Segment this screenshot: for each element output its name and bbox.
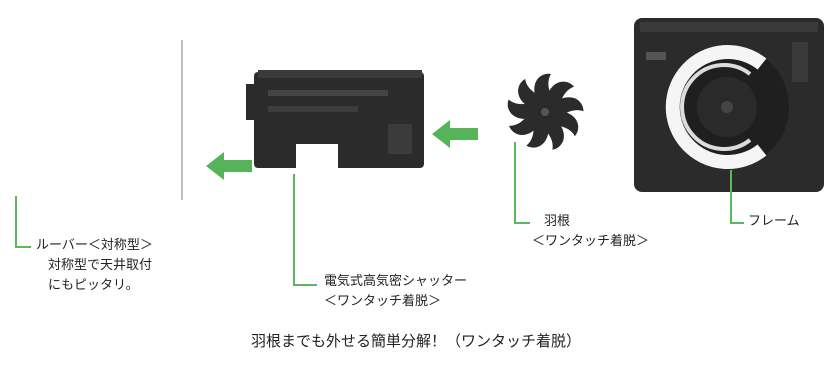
shutter-label-line2: ＜ワンタッチ着脱＞ xyxy=(324,294,442,309)
frame-label-line1: フレーム xyxy=(748,214,800,229)
blade-leader-line xyxy=(514,142,516,224)
caption: 羽根までも外せる簡単分解！（ワンタッチ着脱） xyxy=(250,332,581,350)
louver-label: ルーバー＜対称型＞ 対称型で天井取付 にもピッタリ。 xyxy=(36,236,153,296)
louver-label-line1: ルーバー＜対称型＞ xyxy=(36,238,153,253)
louver-leader-line xyxy=(15,196,17,248)
blade-leader-tick xyxy=(514,222,530,224)
shutter-leader-line xyxy=(293,174,295,286)
louver-label-line2: 対称型で天井取付 xyxy=(48,258,153,273)
frame-label: フレーム xyxy=(748,212,800,232)
shutter-label-line1: 電気式高気密シャッター xyxy=(324,274,468,289)
shutter-label: 電気式高気密シャッター ＜ワンタッチ着脱＞ xyxy=(324,272,467,312)
louver-label-line3: にもピッタリ。 xyxy=(48,278,139,293)
arrow-left-icon xyxy=(206,152,252,180)
blade-label-line2: ＜ワンタッチ着脱＞ xyxy=(532,234,650,249)
shutter-part xyxy=(246,70,424,168)
arrow-left-icon xyxy=(432,120,478,148)
louver-leader-tick xyxy=(15,246,31,248)
fan-blade-icon xyxy=(507,73,584,150)
frame-leader-line xyxy=(730,170,732,224)
shutter-leader-tick xyxy=(293,284,317,286)
frame-part xyxy=(634,18,824,192)
blade-label: 羽根 ＜ワンタッチ着脱＞ xyxy=(532,212,649,252)
frame-leader-tick xyxy=(730,222,744,224)
louver-divider xyxy=(181,40,183,200)
blade-label-line1: 羽根 xyxy=(544,214,571,229)
